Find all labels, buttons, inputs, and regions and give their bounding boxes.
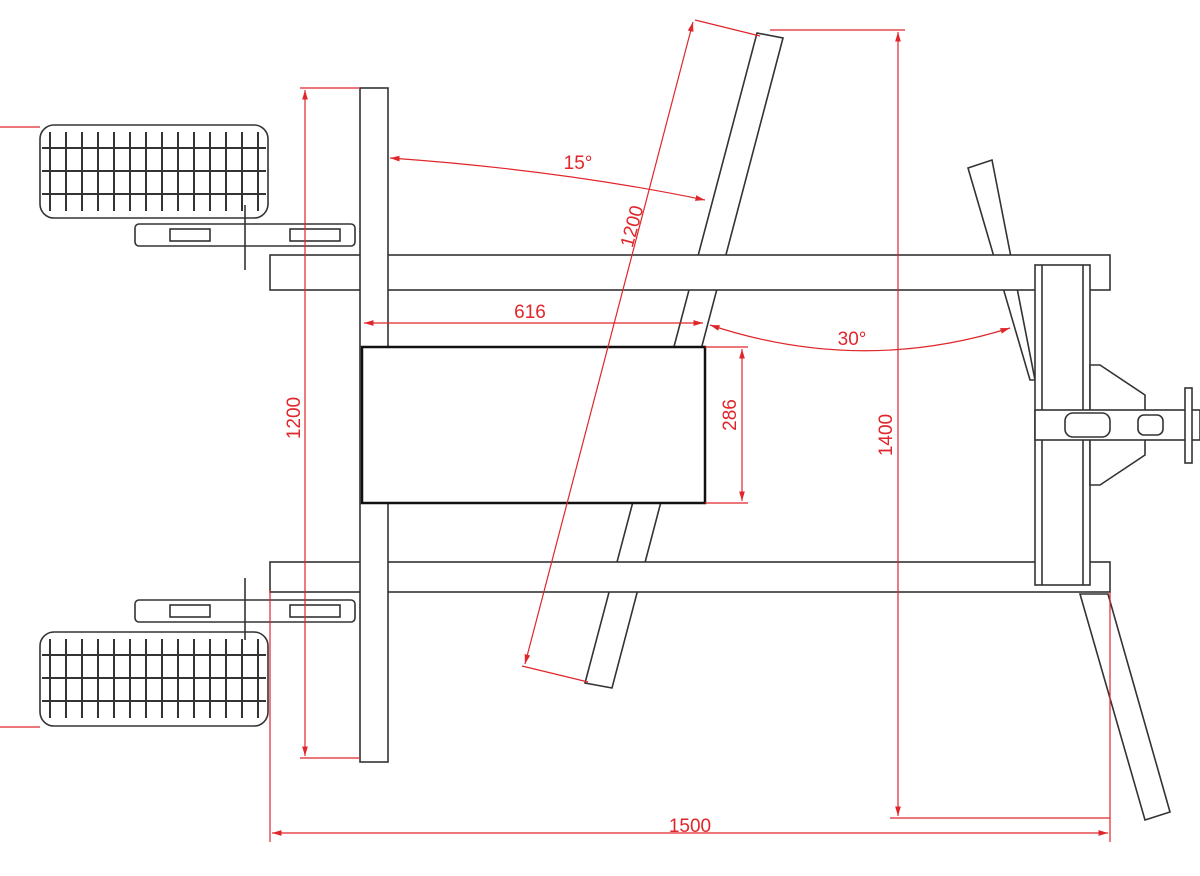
overall-length-label: 1500 <box>669 816 711 837</box>
diagonal-length-label: 1200 <box>617 203 648 249</box>
platform-box <box>360 345 707 505</box>
wheel-bottom <box>39 631 269 727</box>
box-height-label: 286 <box>720 399 741 431</box>
frame-top-beam <box>269 254 1111 291</box>
axle-arm-bottom <box>134 578 356 640</box>
angle-label-15: 15° <box>564 153 593 174</box>
box-width-label: 616 <box>514 302 546 323</box>
overall-height-label: 1400 <box>876 414 897 456</box>
frame-bottom-beam <box>269 561 1111 593</box>
hitch-coupling <box>1034 387 1200 464</box>
dimension-lines <box>0 19 1111 842</box>
angle-label-30: 30° <box>838 329 867 350</box>
axle-arm-top <box>134 205 356 270</box>
frame-width-label: 1200 <box>284 397 305 439</box>
right-bar-lower <box>1078 593 1171 822</box>
wheel-top <box>39 124 269 219</box>
